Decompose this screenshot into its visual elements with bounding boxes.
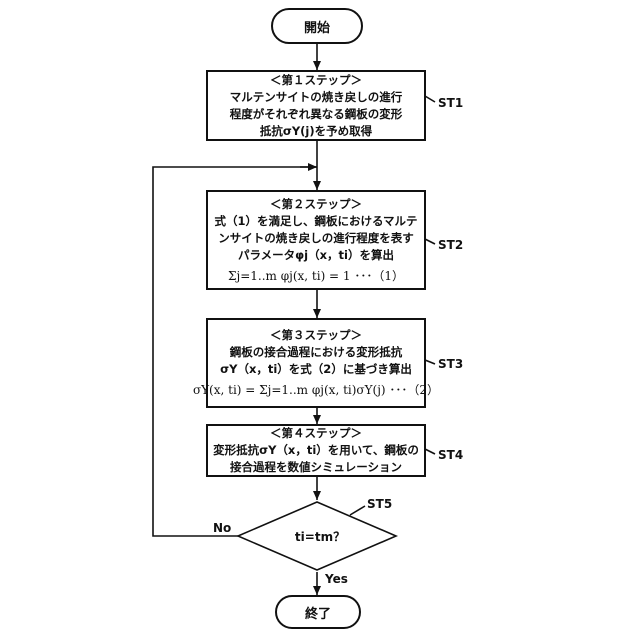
formula-2: σY(x, ti) = Σj=1..m φj(x, ti)σY(j) ･･･（2…: [193, 382, 439, 399]
start-label: 開始: [304, 17, 330, 36]
end-label: 終了: [305, 603, 331, 622]
step2-line2: ンサイトの焼き戻しの進行程度を表す: [218, 230, 414, 247]
decision-condition: ti=tm？: [240, 522, 400, 550]
step3-line1: 鋼板の接合過程における変形抵抗: [230, 344, 403, 361]
st4-leader: [425, 449, 435, 454]
step1-title: ＜第１ステップ＞: [270, 72, 362, 89]
step1-box: ＜第１ステップ＞ マルテンサイトの焼き戻しの進行 程度がそれぞれ異なる鋼板の変形…: [206, 70, 426, 141]
step1-line1: マルテンサイトの焼き戻しの進行: [230, 89, 403, 106]
end-terminal: 終了: [275, 595, 361, 629]
step3-title: ＜第３ステップ＞: [270, 327, 362, 344]
step2-box: ＜第２ステップ＞ 式（1）を満足し、鋼板におけるマルテ ンサイトの焼き戻しの進行…: [206, 190, 426, 290]
st1-label: ST1: [438, 96, 463, 110]
st4-label: ST4: [438, 448, 463, 462]
step3-line2: σY（x，ti）を式（2）に基づき算出: [220, 361, 412, 378]
step1-line3: 抵抗σY(j)を予め取得: [260, 123, 372, 140]
formula-1: Σj=1..m φj(x, ti) = 1 ･･･（1）: [228, 268, 404, 285]
step3-box: ＜第３ステップ＞ 鋼板の接合過程における変形抵抗 σY（x，ti）を式（2）に基…: [206, 318, 426, 408]
step4-line2: 接合過程を数値シミュレーション: [230, 459, 402, 476]
step1-line2: 程度がそれぞれ異なる鋼板の変形: [230, 106, 403, 123]
st5-leader: [350, 506, 365, 515]
no-label: No: [213, 521, 231, 535]
st2-leader: [425, 239, 435, 244]
step4-box: ＜第４ステップ＞ 変形抵抗σY（x，ti）を用いて、鋼板の 接合過程を数値シミュ…: [206, 424, 426, 477]
st2-label: ST2: [438, 238, 463, 252]
st5-label: ST5: [367, 497, 392, 511]
step4-line1: 変形抵抗σY（x，ti）を用いて、鋼板の: [213, 442, 419, 459]
step2-title: ＜第２ステップ＞: [270, 196, 362, 213]
st3-label: ST3: [438, 357, 463, 371]
start-terminal: 開始: [271, 8, 363, 44]
st3-leader: [425, 360, 435, 364]
step2-line3: パラメータφj（x，ti）を算出: [238, 247, 394, 264]
step2-line1: 式（1）を満足し、鋼板におけるマルテ: [214, 213, 417, 230]
step4-title: ＜第４ステップ＞: [270, 425, 362, 442]
st1-leader: [425, 96, 435, 102]
yes-label: Yes: [325, 572, 348, 586]
